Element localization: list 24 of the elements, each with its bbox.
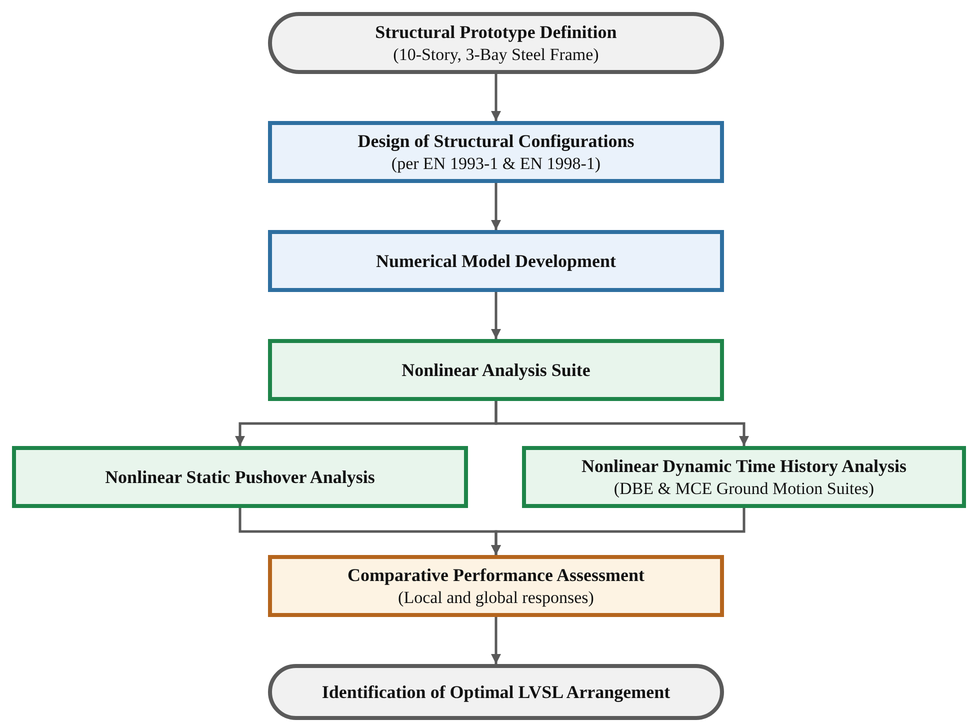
arrow bbox=[491, 617, 501, 664]
arrow bbox=[491, 292, 501, 339]
node-subtitle: (per EN 1993-1 & EN 1998-1) bbox=[391, 153, 601, 175]
node-title: Nonlinear Static Pushover Analysis bbox=[105, 466, 375, 489]
node-title: Numerical Model Development bbox=[376, 250, 616, 273]
process-box bbox=[268, 121, 724, 183]
node-title: Structural Prototype Definition bbox=[375, 21, 617, 44]
node-title: Identification of Optimal LVSL Arrangement bbox=[322, 681, 670, 704]
arrow bbox=[491, 508, 746, 555]
process-box bbox=[268, 339, 724, 401]
node-title: Nonlinear Analysis Suite bbox=[402, 359, 590, 382]
node-title: Nonlinear Dynamic Time History Analysis bbox=[581, 455, 907, 478]
node-title: Comparative Performance Assessment bbox=[348, 564, 644, 587]
process-box bbox=[522, 446, 966, 508]
arrow bbox=[494, 401, 749, 446]
node-title: Design of Structural Configurations bbox=[358, 130, 634, 153]
arrow bbox=[491, 74, 501, 121]
process-box bbox=[268, 230, 724, 292]
arrow bbox=[491, 183, 501, 230]
process-box bbox=[268, 555, 724, 617]
node-subtitle: (Local and global responses) bbox=[398, 587, 594, 609]
node-subtitle: (10-Story, 3-Bay Steel Frame) bbox=[393, 44, 599, 66]
process-box bbox=[12, 446, 468, 508]
node-subtitle: (DBE & MCE Ground Motion Suites) bbox=[614, 478, 874, 500]
